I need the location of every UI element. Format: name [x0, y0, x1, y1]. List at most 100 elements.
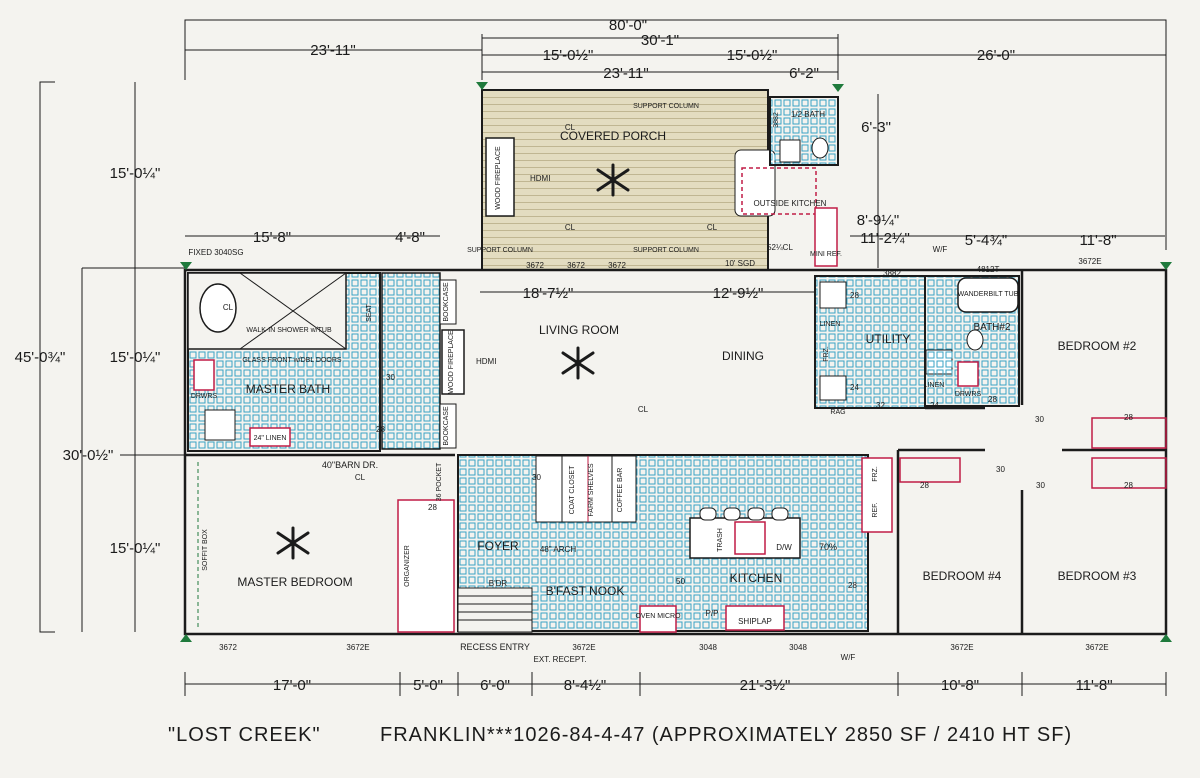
window-code-bed3: 3672E	[1085, 643, 1108, 652]
room-half-bath: 1/2 BATH	[791, 110, 825, 119]
label-fixed-window: FIXED 3040SG	[188, 248, 243, 257]
window-code-bed4: 3672E	[950, 643, 973, 652]
label-kitchen-frz: FRZ.	[872, 466, 879, 482]
dim-porch-bath: 6'-2"	[789, 65, 819, 82]
dim-bottom-kitchen: 21'-3½"	[740, 677, 791, 694]
label-52-cl: 52¼CL	[767, 243, 793, 252]
door-size-bed2-hall: 30	[1035, 415, 1044, 424]
dim-bottom-bed3: 11'-8"	[1075, 677, 1112, 694]
door-size-kitchen: 28	[848, 581, 857, 590]
dim-top-right: 26'-0"	[977, 47, 1015, 64]
label-wf-top: W/F	[933, 245, 948, 254]
dim-overall-depth: 45'-0¾"	[15, 349, 66, 366]
house-outline	[183, 268, 1168, 636]
label-wanderbilt-tub: WANDERBILT TUB	[958, 291, 1019, 298]
dim-bottom-nook: 8'-4½"	[564, 677, 606, 694]
room-kitchen: KITCHEN	[730, 571, 783, 585]
door-size-utility-3: 32	[876, 401, 885, 410]
room-bedroom4: BEDROOM #4	[923, 569, 1002, 583]
label-living-fireplace: WOOD FIREPLACE	[448, 330, 455, 394]
label-organizer: ORGANIZER	[404, 545, 411, 587]
covered-porch	[481, 89, 817, 271]
label-seventy-pct: 70%	[819, 542, 837, 552]
room-covered-porch: COVERED PORCH	[560, 129, 666, 143]
label-oven-micro: OVEN MICRO	[635, 613, 681, 620]
dim-bottom-master: 17'-0"	[273, 677, 311, 694]
dim-closet-width: 4'-8"	[395, 229, 425, 246]
door-size-coat: 30	[532, 473, 541, 482]
label-bookcase-top: BOOKCASE	[443, 282, 450, 322]
plan-title: "LOST CREEK"	[168, 724, 321, 746]
window-code-bed2: 3672E	[1078, 257, 1101, 266]
label-glass-front: GLASS FRONT w/DBL DOORS	[242, 357, 342, 364]
organizer-closet	[397, 499, 455, 633]
label-cl-porch-3: CL	[707, 223, 718, 232]
dimension-labels: 80'-0" 23'-11" 30'-1" 15'-0½" 15'-0½" 23…	[15, 17, 1117, 694]
label-bdr: B'DR	[489, 579, 508, 588]
room-bedroom2: BEDROOM #2	[1058, 339, 1137, 353]
bookcase-top	[439, 279, 457, 325]
porch-table-symbol	[734, 149, 776, 217]
label-bookcase-bottom: BOOKCASE	[443, 406, 450, 446]
dim-lower-depth: 15'-0¼"	[110, 540, 161, 557]
room-master-bath: MASTER BATH	[246, 382, 330, 396]
window-code-porch-1: 3672	[526, 261, 544, 270]
room-foyer: FOYER	[477, 539, 519, 553]
label-recess-entry: RECESS ENTRY	[460, 642, 530, 652]
half-bath	[769, 96, 839, 267]
label-ref: REF.	[872, 502, 879, 517]
window-code-kitchen-2: 3048	[789, 643, 807, 652]
label-wf-bottom: W/F	[841, 653, 856, 662]
model-line: FRANKLIN***1026-84-4-47 (APPROXIMATELY 2…	[380, 724, 1073, 746]
corner-markers	[180, 82, 1172, 642]
dim-main-depth: 30'-0½"	[63, 447, 114, 464]
door-size-bed4: 30	[996, 465, 1005, 474]
dim-bed2-a: 5'-4¾"	[965, 232, 1007, 249]
label-cl-porch-1: CL	[565, 123, 576, 132]
label-coffee-bar: COFFEE BAR	[617, 468, 624, 513]
dim-bottom-closet: 5'-0"	[413, 677, 443, 694]
marker-icon	[476, 82, 488, 90]
window-code-bath2: 4812T	[977, 265, 1000, 274]
dim-top-left: 23'-11"	[310, 42, 355, 59]
label-porch-hdmi: HDMI	[530, 174, 550, 183]
utility-bath2	[814, 275, 1020, 409]
room-dining: DINING	[722, 349, 764, 363]
room-outside-kitchen: OUTSIDE KITCHEN	[754, 199, 827, 208]
porch-fireplace-symbol	[485, 137, 515, 217]
room-master-bedroom: MASTER BEDROOM	[237, 575, 352, 589]
wanderbilt-tub-symbol	[957, 277, 1019, 313]
label-bath2-drwrs: DRWRS	[955, 391, 982, 398]
label-support-column-right: SUPPORT COLUMN	[633, 247, 699, 254]
label-support-column-left: SUPPORT COLUMN	[467, 247, 533, 254]
window-code-master-1: 3672	[219, 643, 237, 652]
marker-icon	[1160, 634, 1172, 642]
marker-icon	[180, 634, 192, 642]
annotation-labels: WOOD FIREPLACE HDMI HDMI WOOD FIREPLACE …	[188, 103, 1018, 664]
living-fireplace-symbol	[441, 329, 465, 395]
tub-symbol	[199, 283, 237, 333]
label-cl-porch-2: CL	[565, 223, 576, 232]
living-fan-icon	[561, 346, 595, 380]
room-bath2: BATH#2	[973, 322, 1010, 333]
door-size-bed3: 30	[1036, 481, 1045, 490]
dim-bed2-b: 11'-8"	[1079, 232, 1116, 249]
label-rag: RAG	[830, 409, 845, 416]
window-door-codes: 3672 3672 3672 3672 3672E 3672E 3048 304…	[219, 112, 1108, 652]
porch-fan-icon	[596, 163, 630, 197]
label-arch: 48" ARCH	[540, 545, 576, 554]
bookcase-bottom	[439, 403, 457, 449]
dim-bottom-bed4: 10'-8"	[941, 677, 979, 694]
bedroom-closets	[899, 417, 1167, 489]
door-size-bath2: 28	[988, 395, 997, 404]
dim-porch-depth: 15'-0¼"	[110, 165, 161, 182]
label-shiplap: SHIPLAP	[738, 617, 772, 626]
door-size-linen: 24	[930, 401, 939, 410]
room-living: LIVING ROOM	[539, 323, 619, 337]
label-mini-ref: MINI REF.	[810, 251, 842, 258]
window-code-nook: 3672E	[572, 643, 595, 652]
label-master-drwrs: DRWRS	[191, 393, 218, 400]
room-utility: UTILITY	[866, 332, 911, 346]
label-bath2-linen: LINEN	[924, 382, 945, 389]
